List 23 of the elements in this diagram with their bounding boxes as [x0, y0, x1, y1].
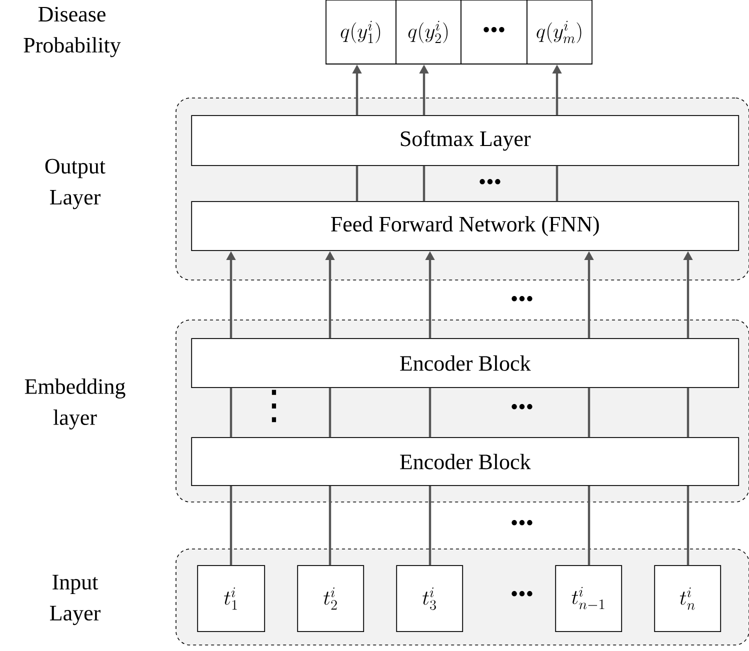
output-cell: ••• [460, 0, 528, 64]
output-cell: $q(y_2^i)$ [396, 0, 462, 64]
layer-box: Softmax Layer [191, 115, 740, 166]
ellipsis: ••• [512, 591, 532, 596]
ellipsis: ••• [480, 179, 500, 184]
layer-label: Output Layer [45, 158, 106, 210]
token-box: $t_2^i$ [297, 565, 364, 632]
token-box: $t_1^i$ [197, 565, 266, 632]
layer-label: Embedding layer [24, 378, 126, 430]
layer-box: Encoder Block [191, 437, 740, 486]
output-cell: $q(y_1^i)$ [326, 0, 396, 64]
ellipsis: ••• [512, 404, 532, 410]
ellipsis: ⋮ [272, 390, 276, 422]
layer-box: Encoder Block [191, 338, 740, 388]
layer-label: Disease Probability [24, 6, 121, 58]
ellipsis: ••• [512, 296, 532, 302]
token-box: $t_n^i$ [654, 565, 722, 632]
token-box: $t_3^i$ [396, 565, 464, 632]
ellipsis: ••• [512, 520, 532, 526]
token-box: $t_{n-1}^i$ [555, 565, 622, 632]
layer-label: Input Layer [50, 574, 100, 626]
output-cell: $q(y_m^i)$ [526, 0, 592, 64]
layer-box: Feed Forward Network (FNN) [191, 201, 740, 252]
